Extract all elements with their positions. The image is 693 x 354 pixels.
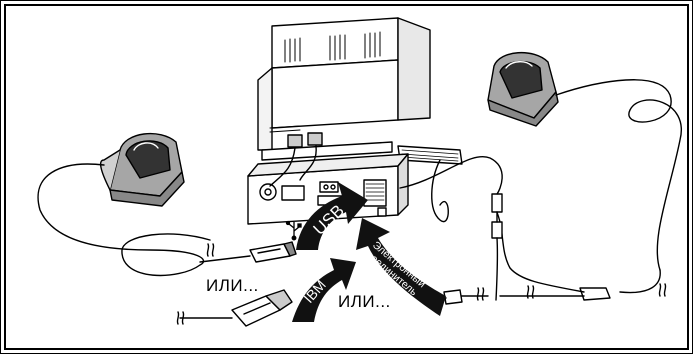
arrow-ibm: IBM	[292, 258, 356, 322]
keyboard-wedge-connector	[439, 193, 503, 305]
scanner-left	[99, 132, 185, 207]
or-label-2: ИЛИ...	[338, 292, 391, 311]
pc-tower	[247, 153, 409, 225]
ibm-connector	[231, 289, 293, 327]
pc-monitor	[257, 17, 431, 161]
or-label-1: ИЛИ...	[206, 276, 259, 295]
usb-symbol-icon	[285, 220, 302, 241]
usb-connector	[249, 241, 297, 263]
scanner-right	[487, 51, 559, 127]
